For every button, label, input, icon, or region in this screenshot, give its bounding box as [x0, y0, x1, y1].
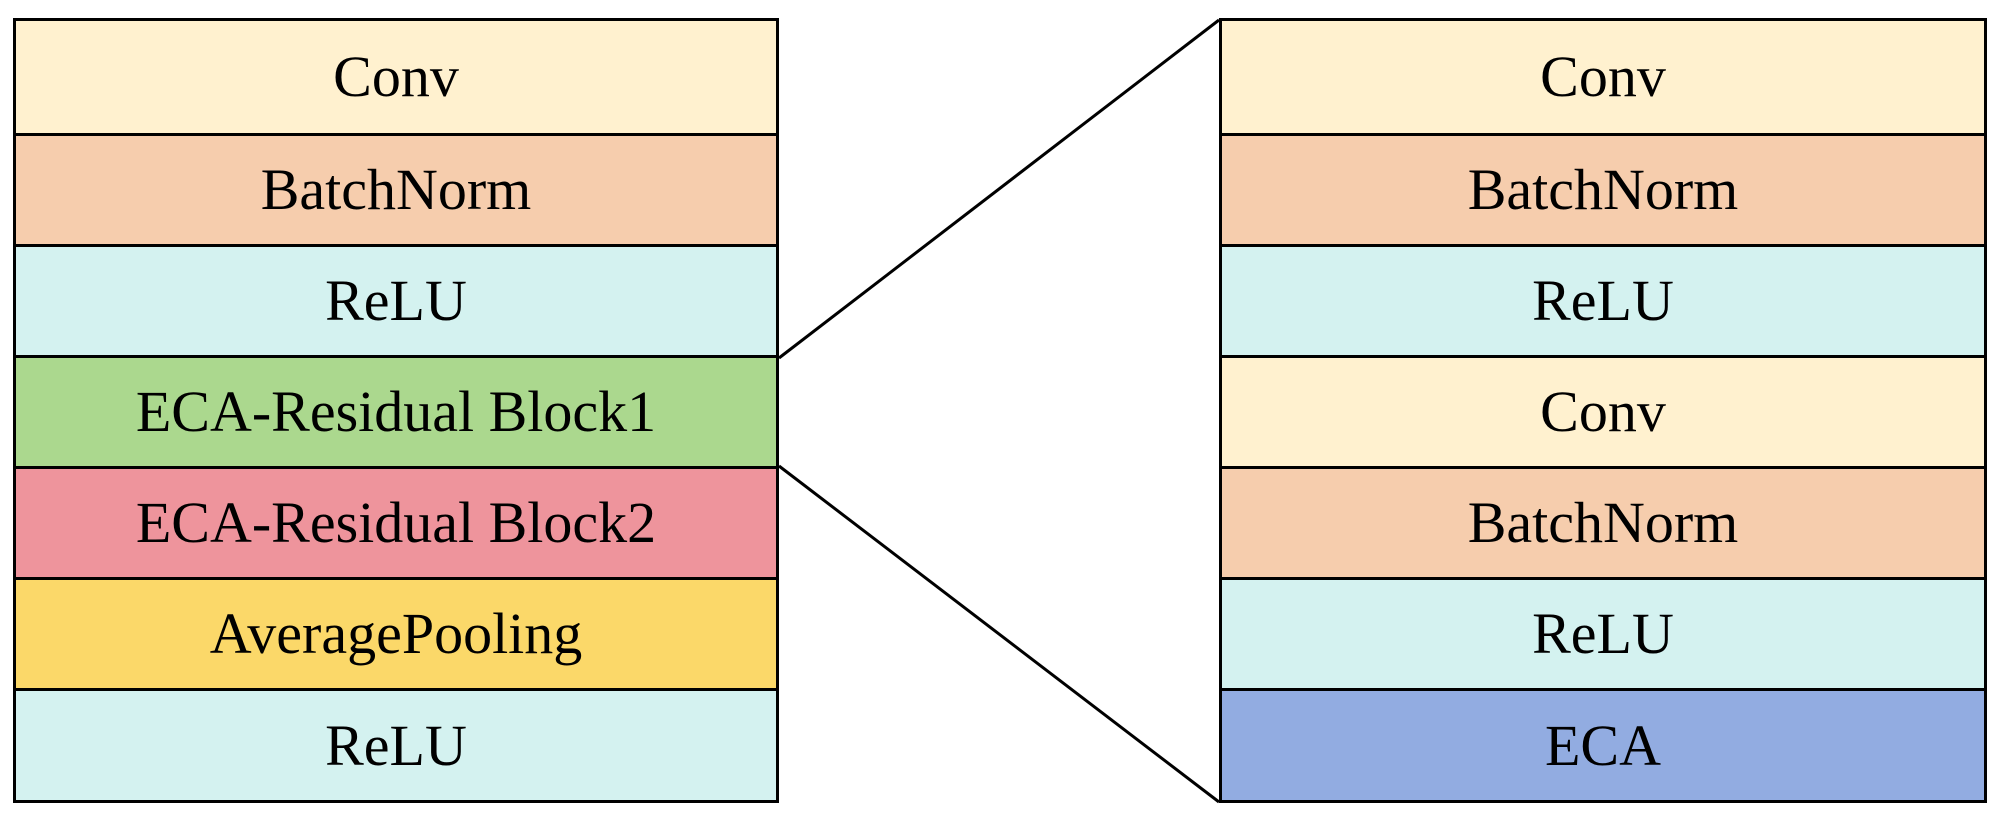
left-layer-conv: Conv: [16, 21, 776, 133]
right-layer-batchnorm-1: BatchNorm: [1222, 133, 1984, 244]
right-layer-conv-1: Conv: [1222, 21, 1984, 133]
left-layer-eca-residual-block1: ECA-Residual Block1: [16, 355, 776, 466]
right-layer-relu-1: ReLU: [1222, 244, 1984, 355]
right-layer-batchnorm-2: BatchNorm: [1222, 466, 1984, 577]
eca-residual-block-detail-stack: Conv BatchNorm ReLU Conv BatchNorm ReLU …: [1219, 18, 1987, 803]
right-layer-relu-2: ReLU: [1222, 577, 1984, 688]
main-network-stack: Conv BatchNorm ReLU ECA-Residual Block1 …: [13, 18, 779, 803]
zoom-line-bottom: [778, 464, 1220, 804]
left-layer-eca-residual-block2: ECA-Residual Block2: [16, 466, 776, 577]
right-layer-conv-2: Conv: [1222, 355, 1984, 466]
left-layer-relu-output: ReLU: [16, 688, 776, 800]
left-layer-averagepooling: AveragePooling: [16, 577, 776, 688]
left-layer-relu: ReLU: [16, 244, 776, 355]
zoom-line-top: [778, 18, 1220, 360]
right-layer-eca: ECA: [1222, 688, 1984, 800]
left-layer-batchnorm: BatchNorm: [16, 133, 776, 244]
